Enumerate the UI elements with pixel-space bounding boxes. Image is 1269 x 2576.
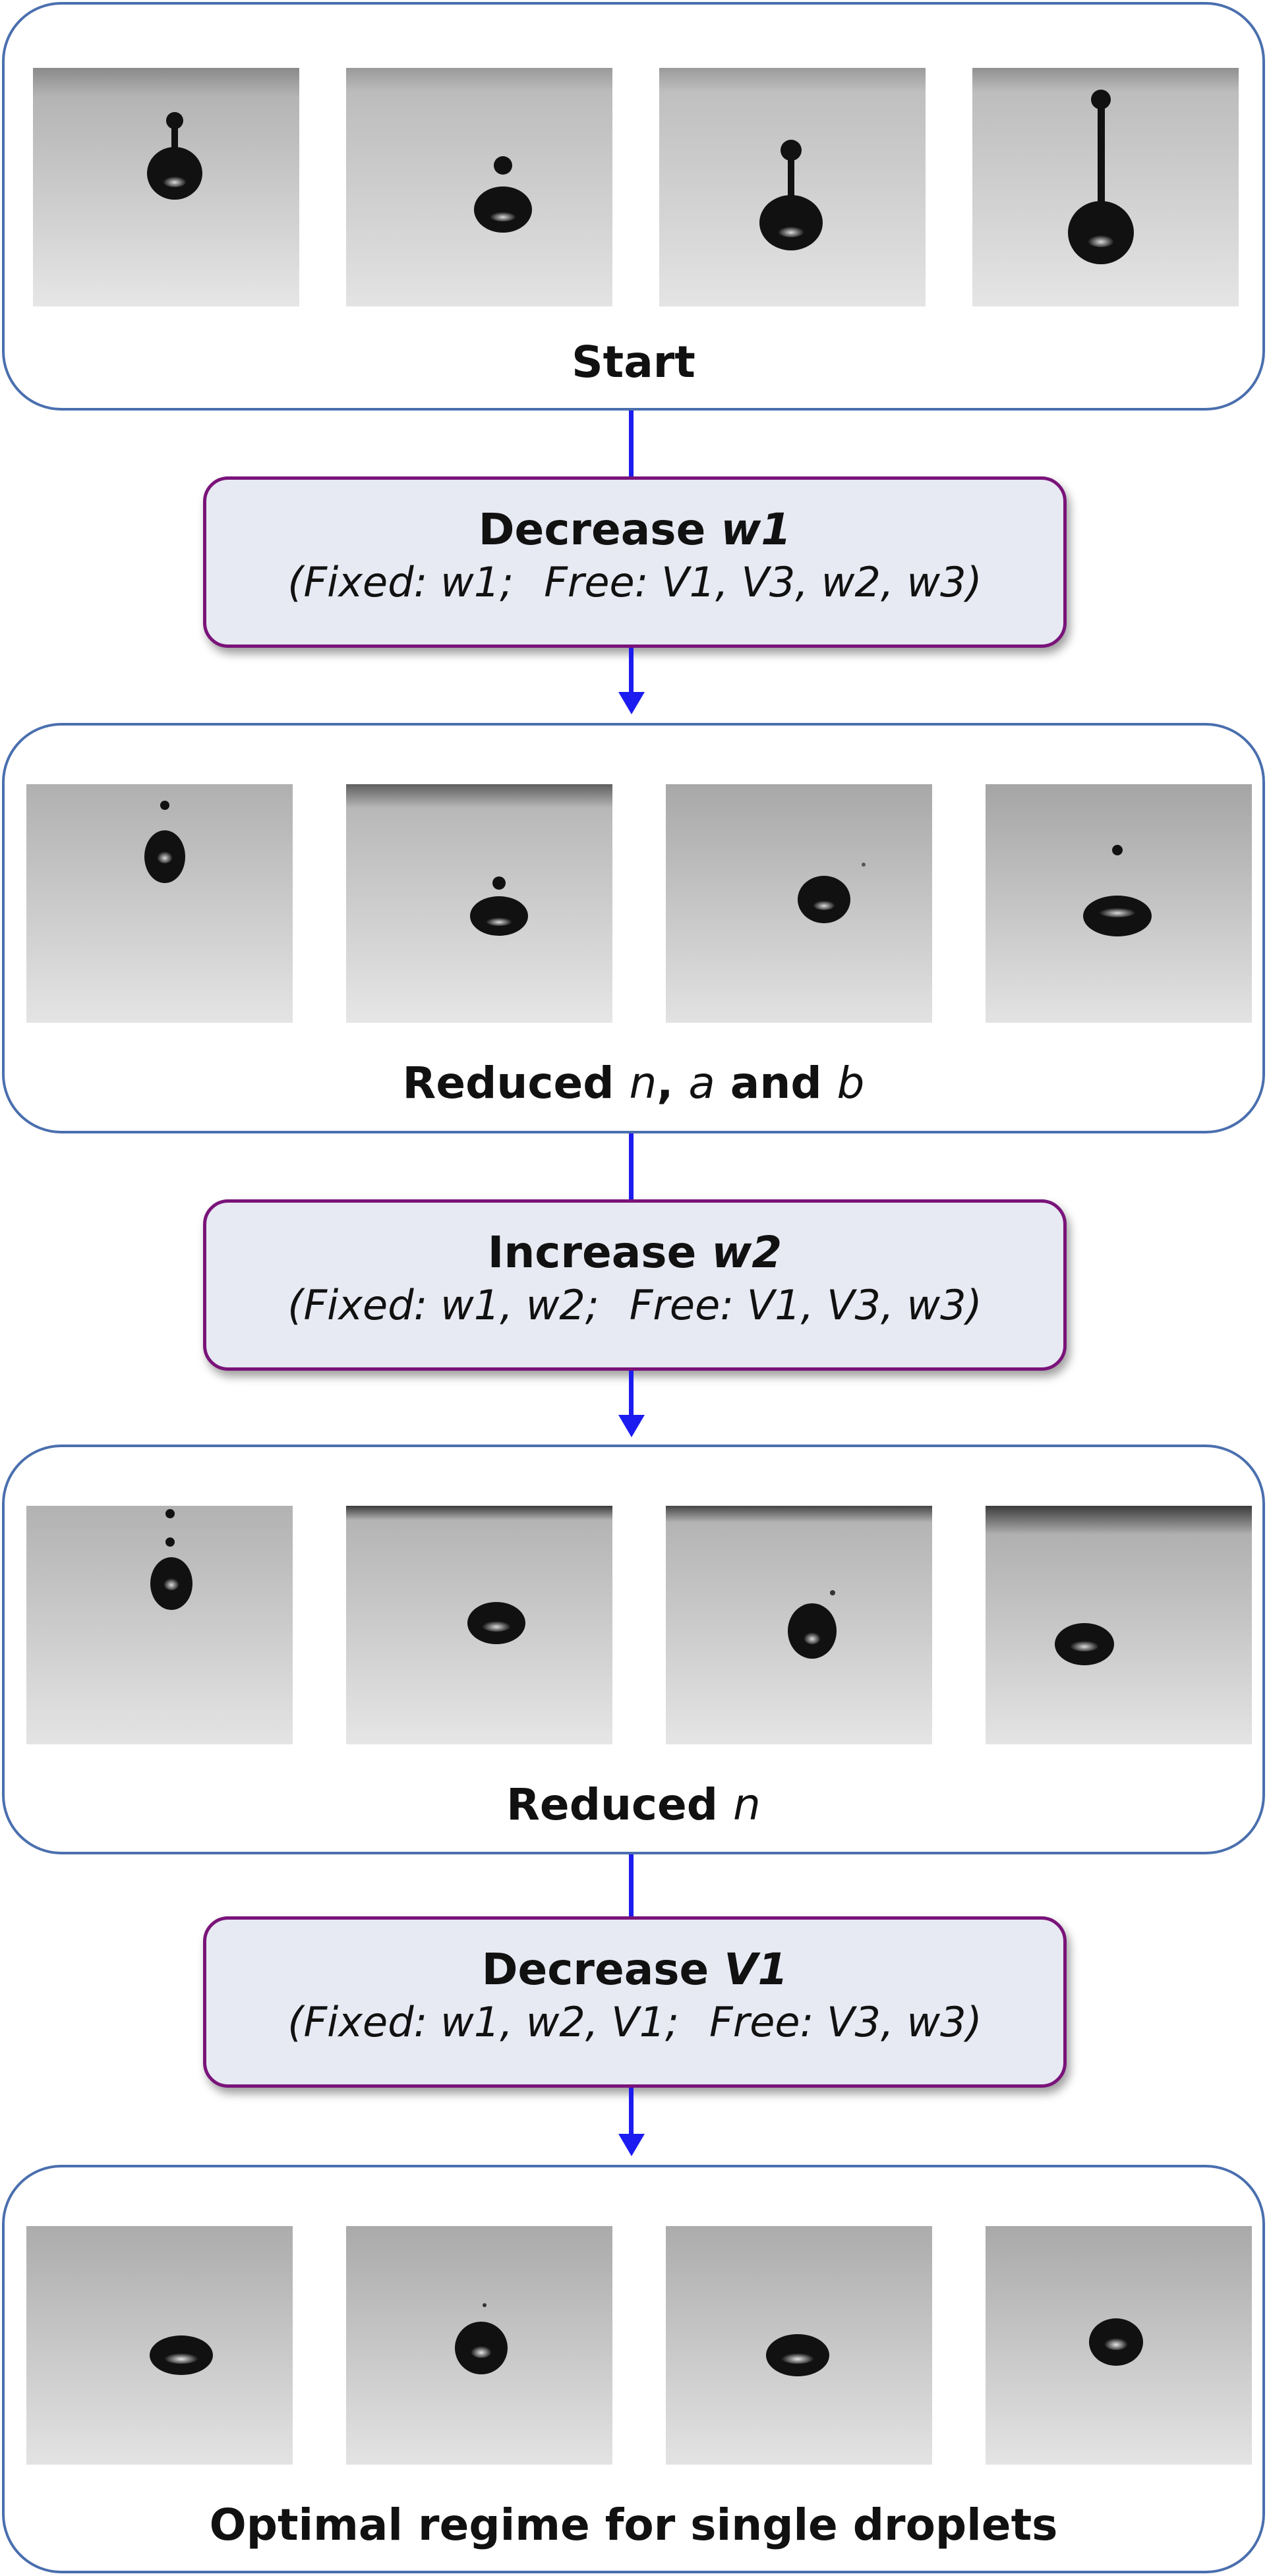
title-variable: n bbox=[733, 1779, 761, 1830]
droplet-photo bbox=[346, 68, 612, 306]
free-params: Free: V3, w3) bbox=[709, 1998, 982, 2046]
arrow-down-icon bbox=[618, 692, 645, 714]
droplet-photo bbox=[26, 784, 293, 1023]
title-variable: a bbox=[688, 1058, 715, 1108]
droplet-photo bbox=[659, 68, 926, 306]
droplet-photo bbox=[666, 784, 932, 1023]
stage-panel-reduced-n-a-b: Reduced n, a and b bbox=[2, 723, 1265, 1133]
fixed-params: (Fixed: w1, w2; bbox=[287, 1281, 599, 1329]
stage-panel-optimal: Optimal regime for single droplets bbox=[2, 2165, 1265, 2573]
step-constraints: (Fixed: w1, w2; Free: V1, V3, w3) bbox=[206, 1279, 1063, 1332]
stage-title: Start bbox=[572, 337, 695, 387]
step-action: Decrease bbox=[481, 1944, 724, 1995]
step-variable: V1 bbox=[724, 1944, 788, 1995]
title-text: , bbox=[657, 1058, 689, 1108]
step-title: Decrease V1 bbox=[206, 1943, 1063, 1996]
droplet-photo bbox=[972, 68, 1239, 306]
droplet-photo bbox=[986, 784, 1252, 1023]
droplet-photo bbox=[26, 2226, 293, 2465]
fixed-params: (Fixed: w1, w2, V1; bbox=[287, 1998, 680, 2046]
step-title: Increase w2 bbox=[206, 1226, 1063, 1279]
droplet-photo bbox=[346, 1506, 612, 1744]
step-box-increase-w2: Increase w2 (Fixed: w1, w2; Free: V1, V3,… bbox=[203, 1199, 1067, 1371]
title-text: Reduced bbox=[506, 1779, 734, 1830]
step-box-decrease-w1: Decrease w1 (Fixed: w1; Free: V1, V3, w2,… bbox=[203, 476, 1067, 648]
step-constraints: (Fixed: w1, w2, V1; Free: V3, w3) bbox=[206, 1996, 1063, 2049]
title-text: Reduced bbox=[402, 1058, 630, 1108]
title-text: and bbox=[715, 1058, 837, 1108]
flow-connector bbox=[629, 1371, 634, 1417]
arrow-down-icon bbox=[618, 1415, 645, 1437]
stage-title: Reduced n, a and b bbox=[5, 1057, 1262, 1110]
droplet-photo bbox=[986, 2226, 1252, 2465]
step-constraints: (Fixed: w1; Free: V1, V3, w2, w3) bbox=[206, 556, 1063, 609]
step-variable: w2 bbox=[711, 1227, 782, 1278]
droplet-photo bbox=[26, 1506, 293, 1744]
flow-connector bbox=[629, 1854, 634, 1920]
arrow-down-icon bbox=[618, 2134, 645, 2156]
stage-title: Optimal regime for single droplets bbox=[209, 2500, 1058, 2550]
flow-connector bbox=[629, 2088, 634, 2135]
free-params: Free: V1, V3, w2, w3) bbox=[544, 558, 982, 606]
flow-connector bbox=[629, 1133, 634, 1199]
title-variable: b bbox=[837, 1058, 865, 1108]
title-variable: n bbox=[629, 1058, 657, 1108]
step-action: Increase bbox=[487, 1227, 712, 1278]
droplet-photo bbox=[666, 2226, 932, 2465]
droplet-photo bbox=[346, 2226, 612, 2465]
fixed-params: (Fixed: w1; bbox=[287, 558, 514, 606]
droplet-photo bbox=[346, 784, 612, 1023]
stage-panel-start: Start bbox=[2, 2, 1265, 411]
step-box-decrease-v1: Decrease V1 (Fixed: w1, w2, V1; Free: V3,… bbox=[203, 1916, 1067, 2088]
free-params: Free: V1, V3, w3) bbox=[629, 1281, 982, 1329]
droplet-photo bbox=[986, 1506, 1252, 1744]
flow-connector bbox=[629, 648, 634, 694]
stage-panel-reduced-n: Reduced n bbox=[2, 1445, 1265, 1854]
stage-title: Reduced n bbox=[5, 1779, 1262, 1831]
droplet-photo bbox=[666, 1506, 932, 1744]
step-variable: w1 bbox=[721, 504, 792, 555]
droplet-photo bbox=[33, 68, 299, 306]
flow-connector bbox=[629, 411, 634, 476]
step-action: Decrease bbox=[478, 504, 721, 555]
step-title: Decrease w1 bbox=[206, 503, 1063, 556]
